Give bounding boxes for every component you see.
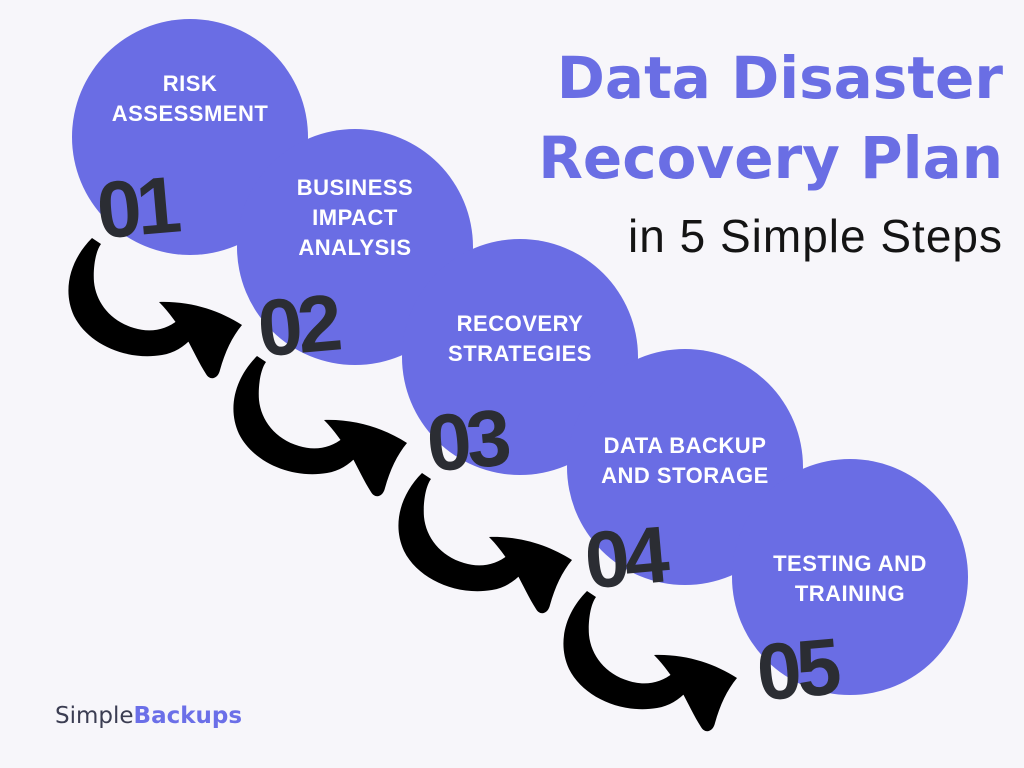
step-circle-1: RISK ASSESSMENT 01 [72, 19, 308, 255]
logo-text-backups: Backups [133, 703, 243, 729]
step-label-3: RECOVERY STRATEGIES [402, 309, 638, 369]
curved-arrow-3 [398, 473, 572, 614]
simplebackups-logo: SimpleBackups [55, 703, 242, 729]
step-label-line: ANALYSIS [298, 235, 412, 260]
logo-text-simple: Simple [55, 703, 134, 729]
step-number-2: 02 [254, 277, 341, 374]
step-label-line: AND STORAGE [601, 463, 769, 488]
step-label-line: ASSESSMENT [111, 101, 269, 126]
curved-arrow-1 [68, 238, 242, 379]
step-number-5: 05 [753, 621, 840, 718]
step-number-4: 04 [581, 509, 668, 606]
step-label-line: RECOVERY [456, 311, 584, 336]
step-circle-5: TESTING AND TRAINING 05 [732, 459, 968, 717]
step-label-line: BUSINESS [296, 175, 414, 200]
step-label-line: TESTING AND [773, 551, 927, 576]
step-label-4: DATA BACKUP AND STORAGE [567, 431, 803, 491]
step-label-line: TRAINING [794, 581, 906, 606]
curved-arrow-2 [233, 356, 407, 497]
step-label-line: IMPACT [312, 205, 398, 230]
step-label-line: RISK [162, 71, 218, 96]
step-label-line: DATA BACKUP [603, 433, 767, 458]
step-label-2: BUSINESS IMPACT ANALYSIS [237, 173, 473, 263]
step-label-5: TESTING AND TRAINING [732, 549, 968, 609]
title-block: Data Disaster Recovery Plan in 5 Simple … [538, 38, 1003, 264]
step-label-line: STRATEGIES [448, 341, 592, 366]
step-number-3: 03 [423, 392, 510, 489]
step-label-1: RISK ASSESSMENT [72, 69, 308, 129]
curved-arrow-4 [563, 591, 737, 732]
page-title-line-2: Recovery Plan [538, 124, 1003, 192]
step-number-1: 01 [93, 159, 180, 256]
page-subtitle: in 5 Simple Steps [628, 210, 1003, 262]
page-title-line-1: Data Disaster [556, 44, 1003, 112]
